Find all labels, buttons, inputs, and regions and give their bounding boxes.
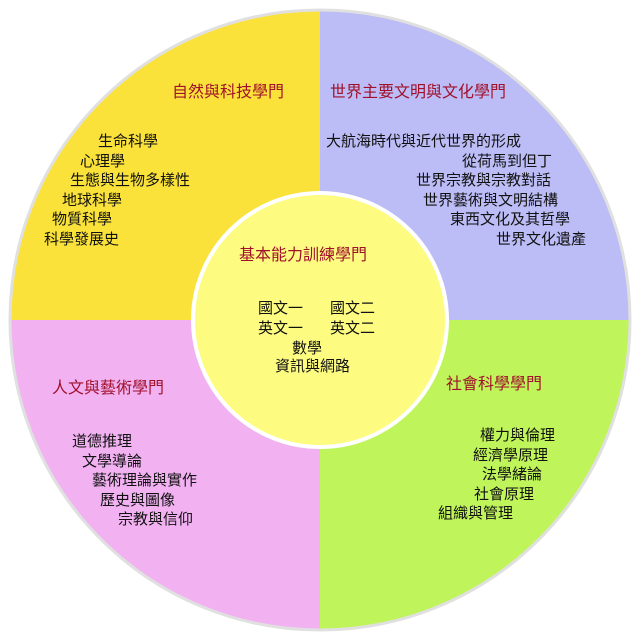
center-title: 基本能力訓練學門 (239, 245, 368, 264)
center-item: 數學 (292, 339, 323, 357)
list-item: 東西文化及其哲學 (450, 210, 571, 229)
humanities-list: 道德推理 文學導論 藝術理論與實作 歷史與圖像 宗教與信仰 (0, 432, 197, 530)
natural-title: 自然與科技學門 (172, 82, 285, 101)
list-item: 世界宗教與宗教對話 (416, 171, 552, 190)
list-item: 世界文化遺產 (496, 229, 587, 248)
center-item: 國文二 (330, 299, 376, 317)
list-item: 從荷馬到但丁 (462, 151, 553, 170)
humanities-title: 人文與藝術學門 (52, 378, 165, 397)
list-item: 科學發展史 (44, 229, 120, 248)
center-item: 英文一 (258, 319, 304, 337)
list-item: 心理學 (80, 151, 126, 170)
list-item: 社會原理 (474, 484, 535, 503)
list-item: 權力與倫理 (480, 426, 556, 444)
natural-list: 生命科學 心理學 生態與生物多樣性 地球科學 物質科學 科學發展史 (0, 132, 190, 250)
list-item: 世界藝術與文明結構 (423, 190, 559, 209)
social-list: 權力與倫理 經濟學原理 法學緒論 社會原理 組織與管理 (0, 426, 555, 524)
center-item: 英文二 (330, 319, 376, 337)
list-item: 法學緒論 (482, 465, 543, 484)
list-item: 地球科學 (62, 190, 123, 209)
social-title: 社會科學學門 (446, 374, 543, 393)
list-item: 生態與生物多樣性 (70, 171, 191, 190)
list-item: 宗教與信仰 (118, 510, 194, 529)
center-circle (191, 191, 449, 449)
list-item: 物質科學 (52, 210, 113, 229)
list-item: 歷史與圖像 (100, 490, 176, 509)
list-item: 文學導論 (82, 451, 143, 470)
list-item: 大航海時代與近代世界的形成 (326, 132, 522, 150)
list-item: 組織與管理 (438, 504, 514, 523)
outer-rim (8, 8, 632, 632)
list-item: 道德推理 (72, 432, 133, 450)
world-list: 大航海時代與近代世界的形成 從荷馬到但丁 世界宗教與宗教對話 世界藝術與文明結構… (0, 132, 586, 250)
center-item: 國文一 (258, 299, 304, 317)
list-item: 經濟學原理 (473, 445, 549, 464)
center-item: 資訊與網路 (275, 357, 351, 375)
list-item: 生命科學 (98, 132, 159, 150)
list-item: 藝術理論與實作 (92, 471, 198, 490)
world-title: 世界主要文明與文化學門 (330, 82, 507, 101)
